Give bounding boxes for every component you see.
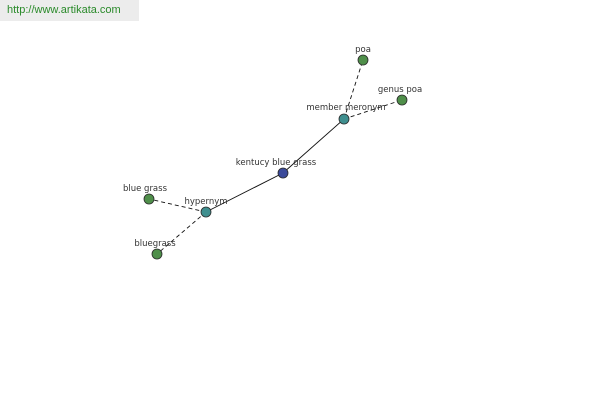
edges-layer <box>148 59 403 255</box>
node-label-center[interactable]: kentucy blue grass <box>236 158 317 168</box>
node-bluegrass[interactable] <box>151 248 163 260</box>
node-center[interactable] <box>277 167 289 179</box>
node-blue-grass[interactable] <box>143 193 155 205</box>
edge-hypernym-to-blue-grass <box>148 198 207 213</box>
node-label-blue-grass[interactable]: blue grass <box>123 184 168 194</box>
node-hypernym[interactable] <box>200 206 212 218</box>
node-label-poa[interactable]: poa <box>355 45 371 55</box>
edge-member-meronym-to-poa <box>343 59 364 120</box>
url-banner[interactable]: http://www.artikata.com <box>0 0 139 21</box>
node-member-meronym[interactable] <box>338 113 350 125</box>
labels-layer: kentucy blue grass hypernym member meronym… <box>123 45 422 249</box>
node-genus-poa[interactable] <box>396 94 408 106</box>
node-label-bluegrass[interactable]: bluegrass <box>134 239 176 249</box>
edge-member-meronym-to-genus-poa <box>343 99 403 120</box>
node-poa[interactable] <box>357 54 369 66</box>
edge-hypernym-to-bluegrass <box>156 211 207 255</box>
edge-center-to-hypernym <box>205 172 284 213</box>
node-label-genus-poa[interactable]: genus poa <box>378 85 422 95</box>
nodes-layer <box>143 54 408 260</box>
node-label-member-meronym[interactable]: member meronym <box>306 103 385 113</box>
node-label-hypernym[interactable]: hypernym <box>184 197 227 207</box>
edge-center-to-member-meronym <box>282 118 345 174</box>
